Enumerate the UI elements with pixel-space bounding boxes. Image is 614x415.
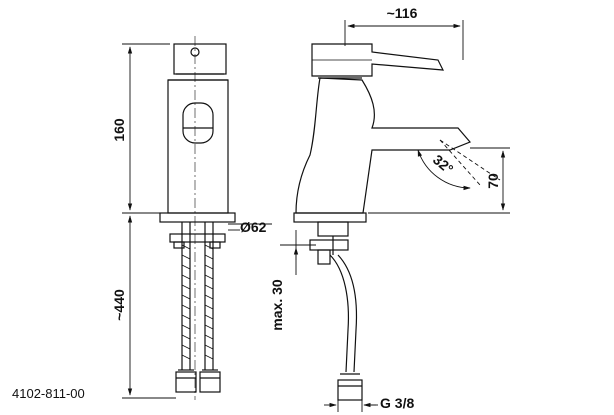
hose-nut-side (337, 379, 363, 401)
lever-handle (311, 43, 445, 77)
part-number: 4102-811-00 (12, 386, 85, 401)
aerator-outlet (182, 102, 214, 144)
side-view (293, 43, 472, 401)
faucet-body-side (295, 77, 472, 214)
thread-dimension-label: G 3/8 (380, 395, 414, 411)
base-plate (159, 212, 236, 223)
hose-nut-left (175, 371, 197, 393)
spout-angle-dimension-label: 32° (430, 151, 457, 177)
height-dimension-label: 160 (111, 118, 127, 142)
faucet-body (167, 79, 229, 214)
supply-hose-side (329, 254, 349, 373)
handle-cap (173, 43, 227, 75)
hose-length-dimension-label: ~440 (111, 289, 127, 321)
front-view (159, 36, 236, 400)
diameter-dimension-label: Ø62 (240, 219, 267, 235)
max-thickness-dimension-label: max. 30 (269, 279, 285, 331)
hose-nut-right (199, 371, 221, 393)
reach-dimension-label: ~116 (387, 5, 418, 21)
base-plate-side (293, 212, 367, 223)
front-dimensions (122, 43, 272, 399)
supply-hoses (181, 222, 214, 370)
spout-height-dimension-label: 70 (485, 173, 501, 189)
side-dimensions (280, 20, 510, 412)
